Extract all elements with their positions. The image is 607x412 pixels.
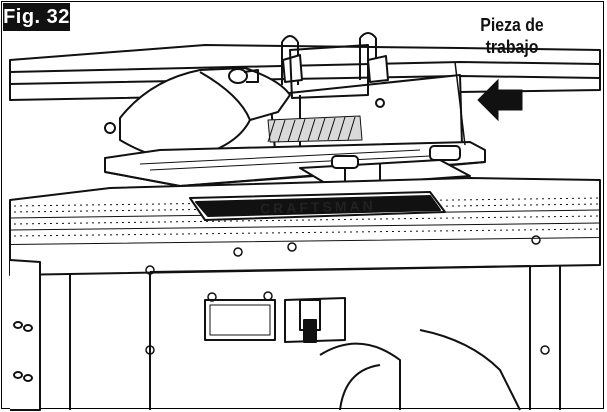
bit-opening [267, 115, 363, 143]
featherboard [299, 145, 471, 190]
callout-line-1: Pieza de [480, 15, 544, 35]
insert-plate [189, 191, 446, 221]
feed-direction-arrow [477, 78, 523, 122]
figure-label: Fig. 32 [3, 3, 70, 31]
brand-text: CRAFTSMAN [260, 197, 376, 216]
table-surface-pattern [13, 197, 601, 237]
table-top [9, 177, 601, 276]
bit-guard-frame [289, 44, 369, 99]
callout-line-2: trabajo [485, 37, 539, 57]
bit-guard [119, 67, 291, 161]
cabinet [39, 265, 561, 411]
fence-clamp-right [359, 32, 389, 83]
screws [145, 235, 550, 355]
callout-leader-line [454, 61, 466, 146]
workpiece-callout: Pieza de trabajo [459, 14, 565, 58]
side-panel [9, 259, 41, 411]
